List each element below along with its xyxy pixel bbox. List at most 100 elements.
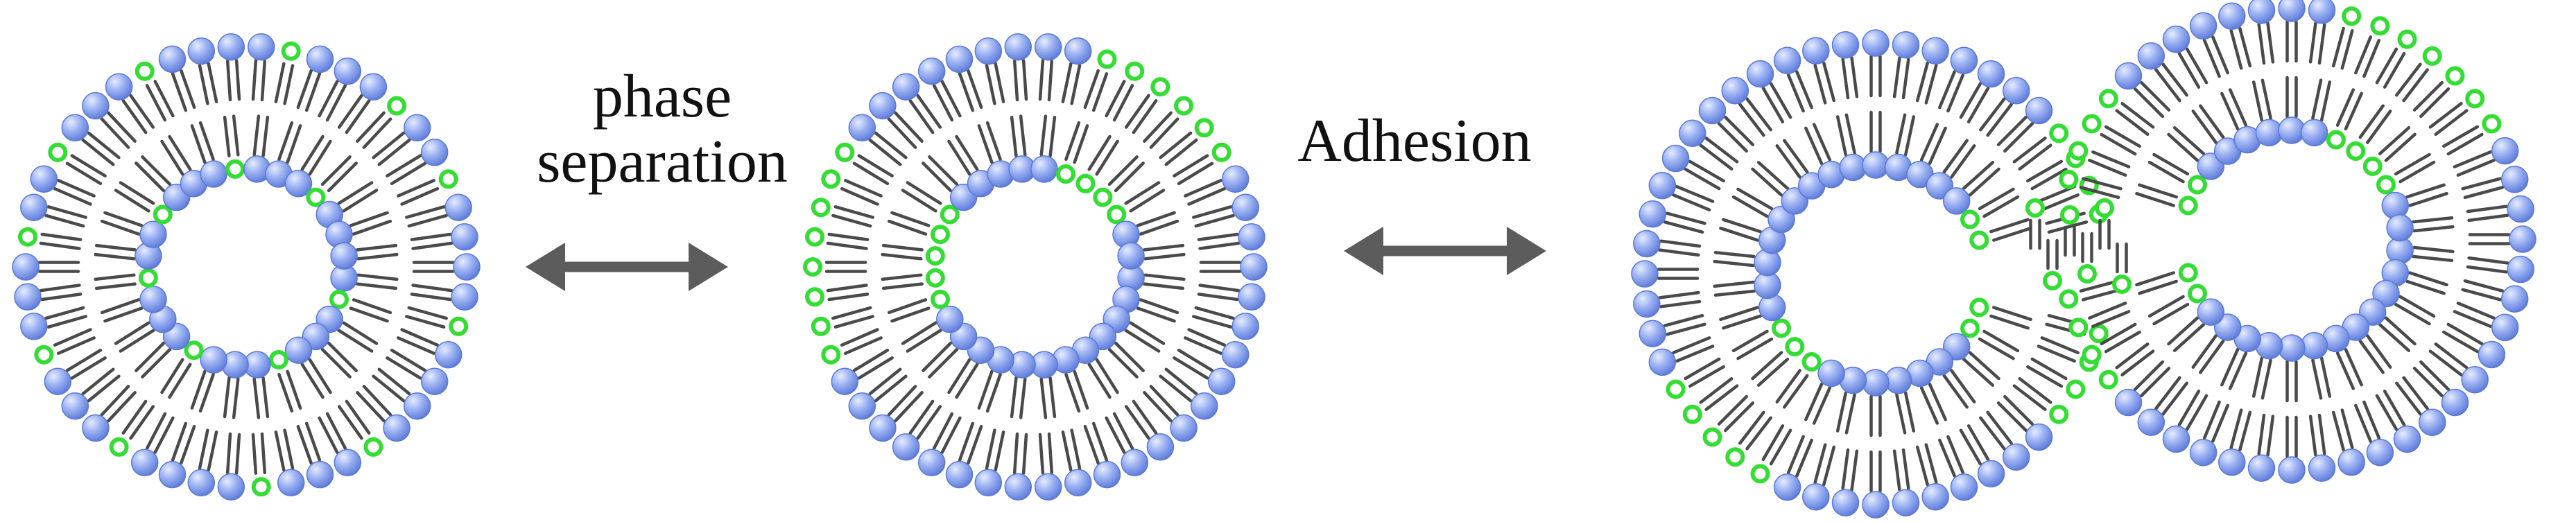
- green-lipid: [821, 328, 883, 365]
- green-lipid: [1124, 77, 1170, 134]
- green-lipid: [2025, 198, 2045, 250]
- green-lipid: [306, 155, 358, 207]
- blue-lipid: [1862, 369, 1890, 437]
- blue-lipid: [2442, 322, 2506, 369]
- blue-lipid: [1679, 119, 1739, 171]
- blue-lipid: [1633, 290, 1702, 318]
- green-lipid: [821, 169, 883, 206]
- blue-lipid: [386, 348, 449, 395]
- blue-lipid: [2278, 415, 2306, 484]
- green-lipid: [135, 61, 175, 122]
- blue-lipid: [848, 114, 908, 166]
- green-lipid: [1750, 424, 1792, 484]
- blue-lipid: [1713, 271, 1781, 299]
- blue-lipid: [82, 385, 137, 442]
- blue-lipid: [2251, 78, 2283, 147]
- blue-lipid: [187, 37, 218, 105]
- blue-lipid: [2278, 334, 2306, 403]
- blue-lipid: [2386, 214, 2455, 242]
- blue-lipid: [158, 45, 196, 112]
- adhesion-arrow: [1344, 227, 1546, 275]
- blue-lipid: [61, 367, 121, 420]
- blue-lipid: [217, 432, 245, 501]
- blue-lipid: [1996, 96, 2053, 153]
- blue-lipid: [318, 412, 362, 477]
- green-lipid: [1093, 155, 1145, 207]
- green-lipid: [1702, 394, 1755, 447]
- green-lipid: [1682, 377, 1739, 424]
- blue-lipid: [1959, 60, 2005, 123]
- blue-lipid: [2308, 0, 2336, 65]
- green-lipid: [805, 284, 870, 307]
- blue-lipid: [410, 283, 478, 311]
- blue-lipid: [410, 223, 478, 251]
- blue-lipid: [221, 351, 249, 419]
- blue-lipid: [1926, 348, 1976, 409]
- green-lipid: [1731, 318, 1791, 360]
- blue-lipid: [2220, 324, 2261, 390]
- blue-lipid: [100, 286, 167, 323]
- blue-lipid: [2114, 62, 2171, 119]
- blue-lipid: [1004, 432, 1032, 501]
- green-lipid: [1960, 187, 2020, 229]
- green-lipid: [251, 432, 271, 497]
- blue-lipid: [1719, 218, 1786, 254]
- blue-lipid: [1030, 114, 1058, 183]
- green-lipid: [1775, 352, 1822, 409]
- blue-lipid: [2466, 195, 2534, 223]
- blue-lipid: [901, 305, 964, 353]
- blue-lipid: [372, 114, 431, 166]
- green-lipid: [1960, 318, 2020, 360]
- green-lipid: [2362, 126, 2417, 176]
- blue-lipid: [1061, 428, 1092, 497]
- blue-lipid: [831, 348, 894, 395]
- blue-lipid: [1979, 410, 2030, 471]
- green-lipid: [2012, 123, 2069, 171]
- green-lipid: [803, 257, 867, 277]
- phase-separated-vesicle: [803, 33, 1268, 501]
- green-lipid: [405, 306, 469, 336]
- blue-lipid: [1831, 31, 1860, 100]
- green-lipid: [1725, 410, 1772, 467]
- blue-lipid: [974, 37, 1005, 105]
- blue-lipid: [405, 193, 472, 228]
- blue-lipid: [1184, 328, 1250, 369]
- blue-lipid: [2278, 76, 2306, 144]
- green-lipid: [1666, 357, 1725, 399]
- blue-lipid: [2354, 400, 2394, 467]
- blue-lipid: [1173, 348, 1236, 395]
- green-lipid: [2147, 284, 2207, 326]
- blue-lipid: [1773, 435, 1813, 501]
- blue-lipid: [892, 73, 942, 134]
- blue-lipid: [1719, 293, 1786, 330]
- blue-lipid: [1773, 46, 1813, 113]
- green-lipid: [2045, 313, 2109, 344]
- green-lipid: [811, 198, 874, 228]
- green-lipid: [1159, 118, 1214, 166]
- blue-lipid: [1996, 394, 2053, 451]
- green-lipid: [94, 268, 158, 290]
- blue-lipid: [2247, 413, 2276, 482]
- adhesion-label: Adhesion: [1297, 107, 1532, 175]
- blue-lipid: [2189, 400, 2229, 467]
- blue-lipid: [917, 412, 962, 477]
- green-lipid: [2375, 29, 2417, 89]
- blue-lipid: [1030, 351, 1058, 419]
- green-lipid: [805, 227, 870, 250]
- blue-lipid: [274, 428, 305, 497]
- blue-lipid: [1746, 60, 1792, 123]
- blue-lipid: [869, 385, 924, 442]
- blue-lipid: [243, 351, 271, 419]
- green-lipid: [2331, 6, 2362, 70]
- blue-lipid: [356, 385, 410, 442]
- blue-lipid: [1802, 443, 1836, 511]
- blue-lipid: [1197, 283, 1265, 311]
- phase-separation-arrow: [526, 243, 728, 291]
- blue-lipid: [1199, 253, 1268, 281]
- green-lipid: [397, 169, 458, 206]
- blue-lipid: [2162, 25, 2208, 89]
- blue-lipid: [1804, 359, 1845, 425]
- arrow-left-head: [1344, 227, 1383, 275]
- blue-lipid: [2412, 360, 2469, 417]
- green-lipid: [1751, 337, 1805, 387]
